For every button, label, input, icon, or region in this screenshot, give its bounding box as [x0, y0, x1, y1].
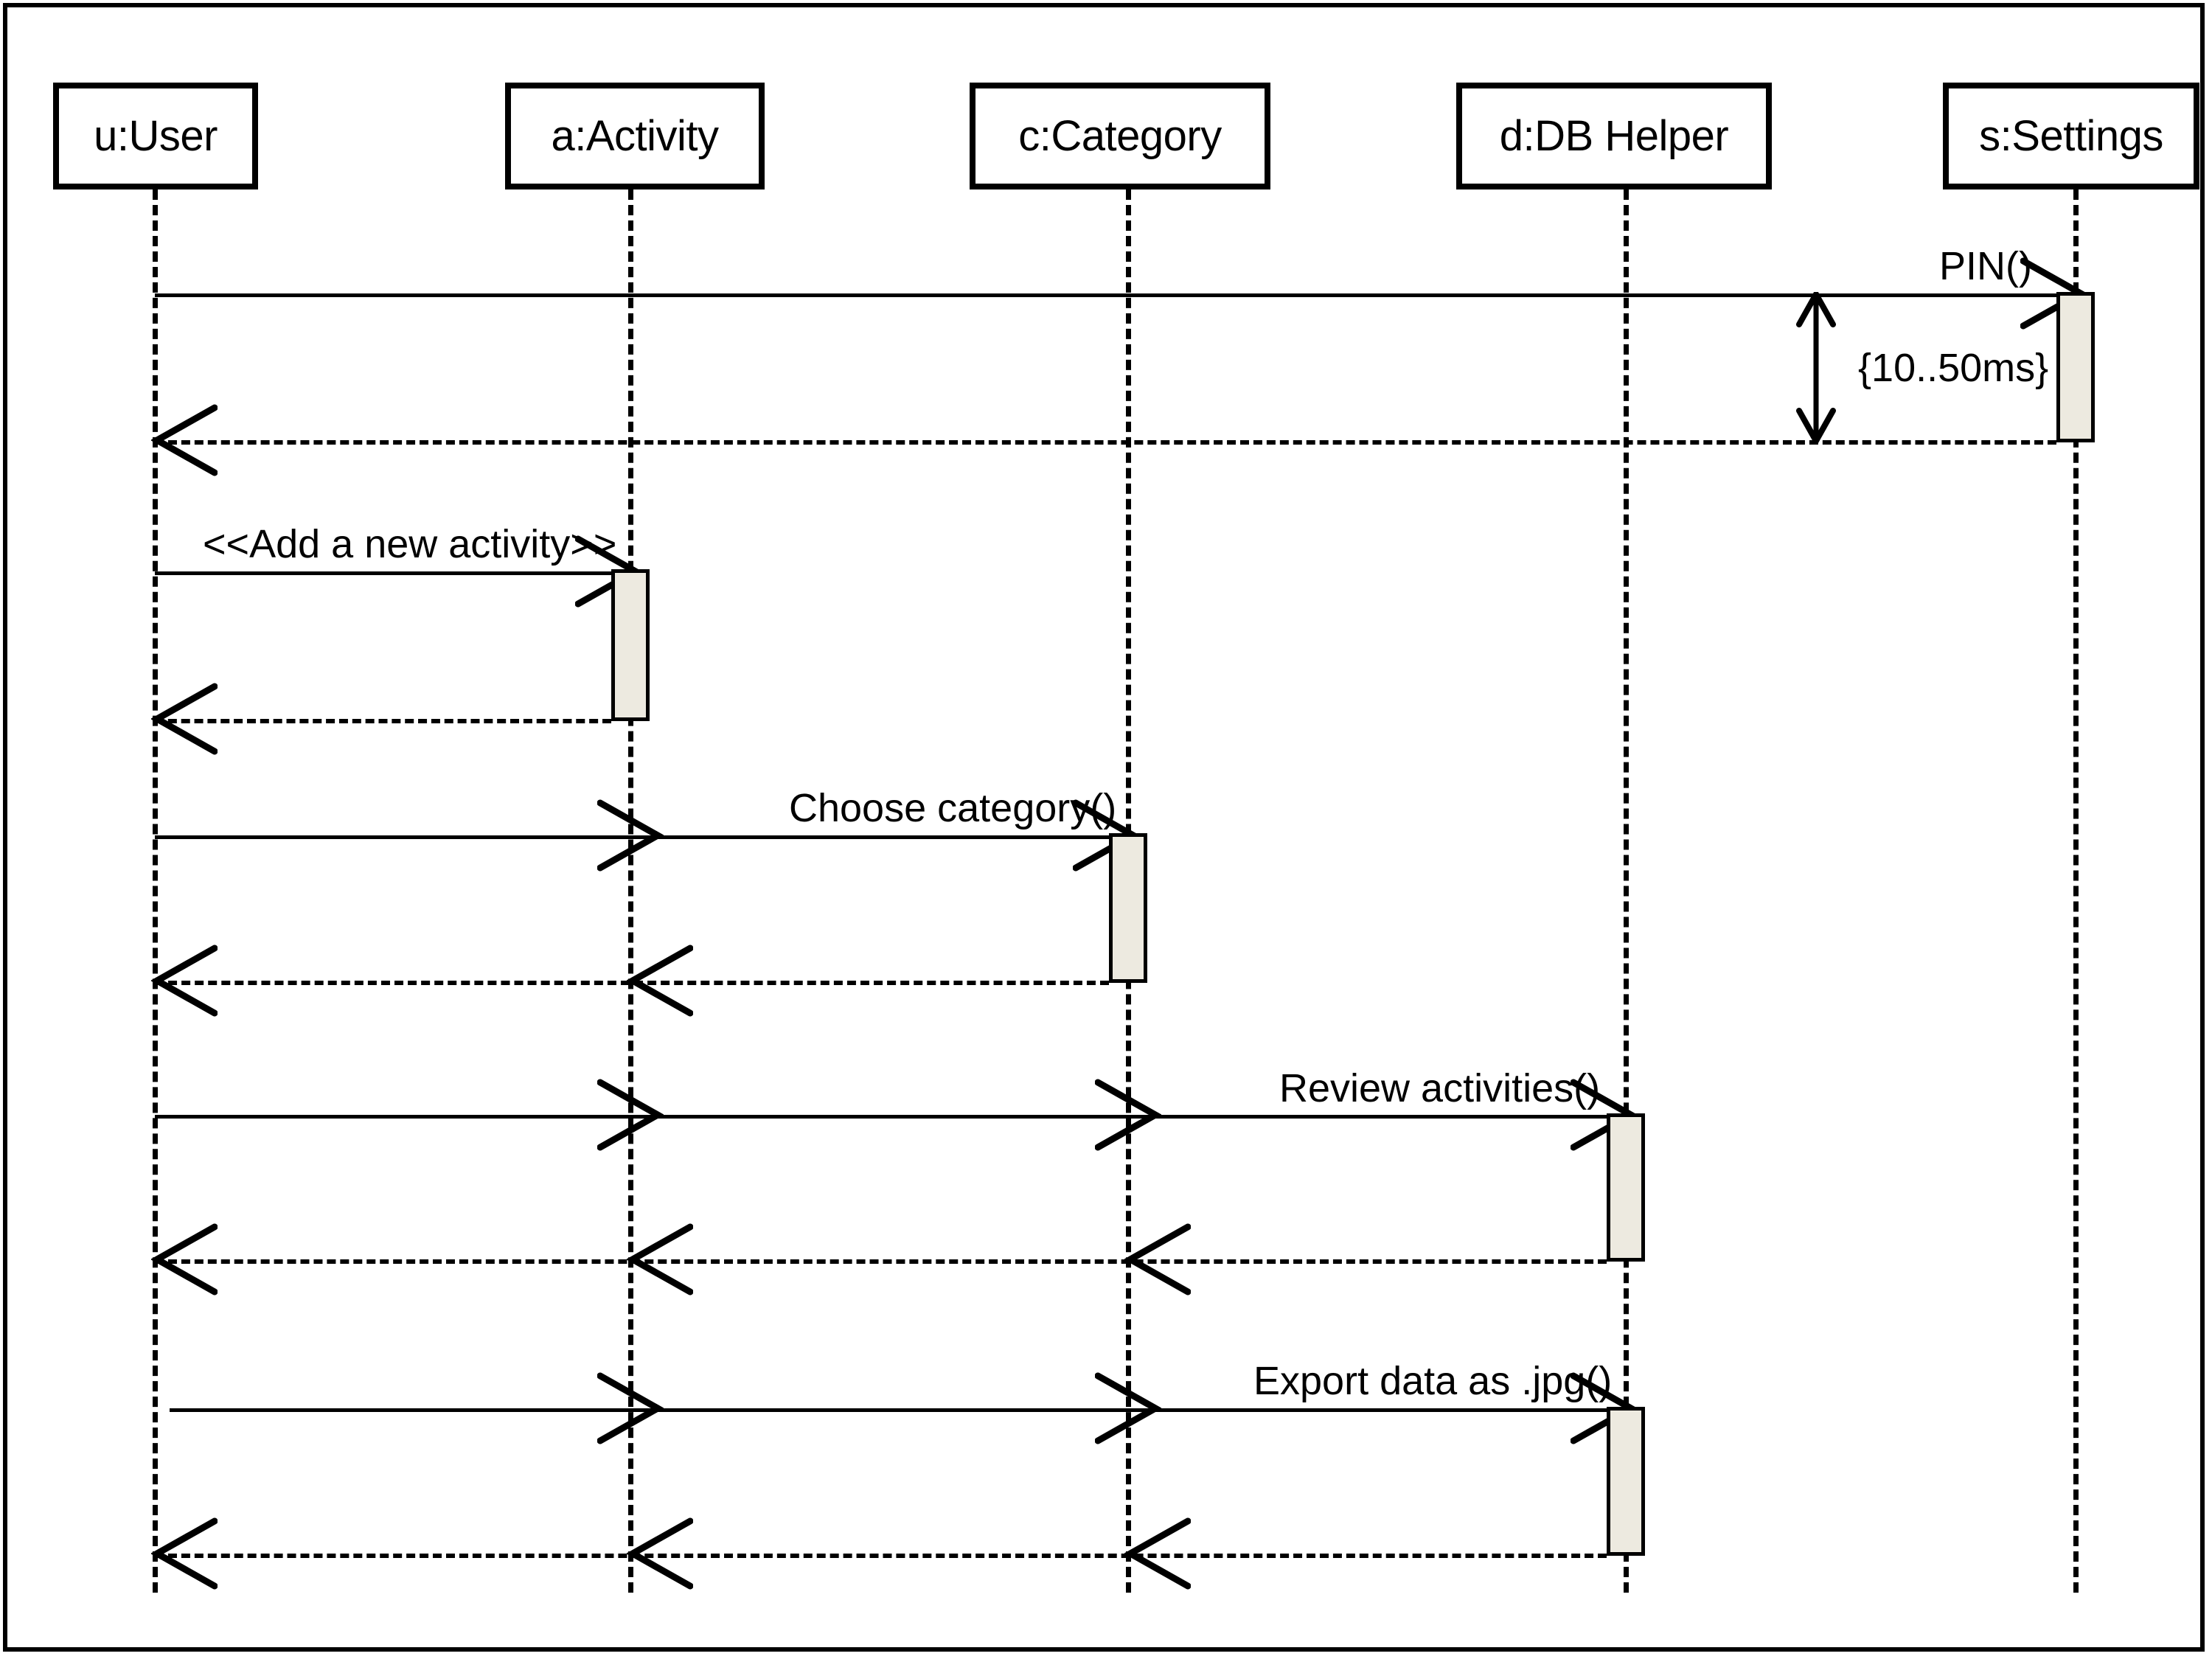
- arrowhead-return-choose-category-user: [151, 944, 218, 1018]
- return-line-export-data: [155, 1554, 1607, 1558]
- lifeline-label-user: u:User: [94, 112, 218, 160]
- message-line-add-activity: [155, 571, 630, 575]
- lifeline-head-category[interactable]: c:Category: [970, 83, 1270, 189]
- message-label-choose-category: Choose category(): [789, 786, 1117, 830]
- activation-bar-settings: [2056, 292, 2095, 442]
- lifeline-head-user[interactable]: u:User: [53, 83, 258, 189]
- return-line-add-activity: [155, 719, 611, 723]
- lifeline-line-activity: [628, 189, 633, 1593]
- arrowhead-return-pin-user: [151, 403, 218, 477]
- lifeline-label-activity: a:Activity: [551, 112, 719, 160]
- arrowhead-return-choose-category-activity: [627, 944, 693, 1018]
- timing-constraint-arrow: [1793, 292, 1839, 443]
- activation-bar-dbhelper-review: [1607, 1113, 1645, 1262]
- lifeline-line-dbhelper: [1624, 189, 1629, 1593]
- activation-bar-category: [1109, 833, 1147, 983]
- lifeline-head-settings[interactable]: s:Settings: [1943, 83, 2199, 189]
- lifeline-line-user: [153, 189, 158, 1593]
- activation-bar-activity: [611, 569, 650, 721]
- arrowhead-return-review-activities-category: [1124, 1222, 1191, 1296]
- message-label-review-activities: Review activities(): [1279, 1066, 1601, 1110]
- return-line-pin: [155, 440, 2056, 445]
- arrowhead-return-export-data-category: [1124, 1517, 1191, 1590]
- arrowhead-return-export-data-activity: [627, 1517, 693, 1590]
- activation-bar-dbhelper-export: [1607, 1407, 1645, 1556]
- return-line-review-activities: [155, 1259, 1607, 1264]
- arrowhead-return-review-activities-user: [151, 1222, 218, 1296]
- timing-constraint-label: {10..50ms}: [1858, 346, 2049, 390]
- lifeline-label-category: c:Category: [1018, 112, 1222, 160]
- lifeline-head-activity[interactable]: a:Activity: [505, 83, 765, 189]
- message-line-pin: [155, 293, 2076, 297]
- message-label-export-data: Export data as .jpg(): [1253, 1359, 1613, 1403]
- lifeline-line-settings: [2073, 189, 2079, 1593]
- arrowhead-return-review-activities-activity: [627, 1222, 693, 1296]
- message-label-pin: PIN(): [1939, 244, 2032, 288]
- arrowhead-return-add-activity-user: [151, 682, 218, 756]
- lifeline-head-dbhelper[interactable]: d:DB Helper: [1456, 83, 1772, 189]
- message-line-export-data: [170, 1408, 1626, 1412]
- message-line-review-activities: [155, 1115, 1626, 1119]
- message-label-add-activity: <<Add a new activity>>: [203, 522, 617, 566]
- arrowhead-return-export-data-user: [151, 1517, 218, 1590]
- diagram-border: [3, 3, 2205, 1652]
- lifeline-label-settings: s:Settings: [1979, 112, 2163, 160]
- message-line-choose-category: [155, 835, 1128, 839]
- lifeline-label-dbhelper: d:DB Helper: [1499, 112, 1729, 160]
